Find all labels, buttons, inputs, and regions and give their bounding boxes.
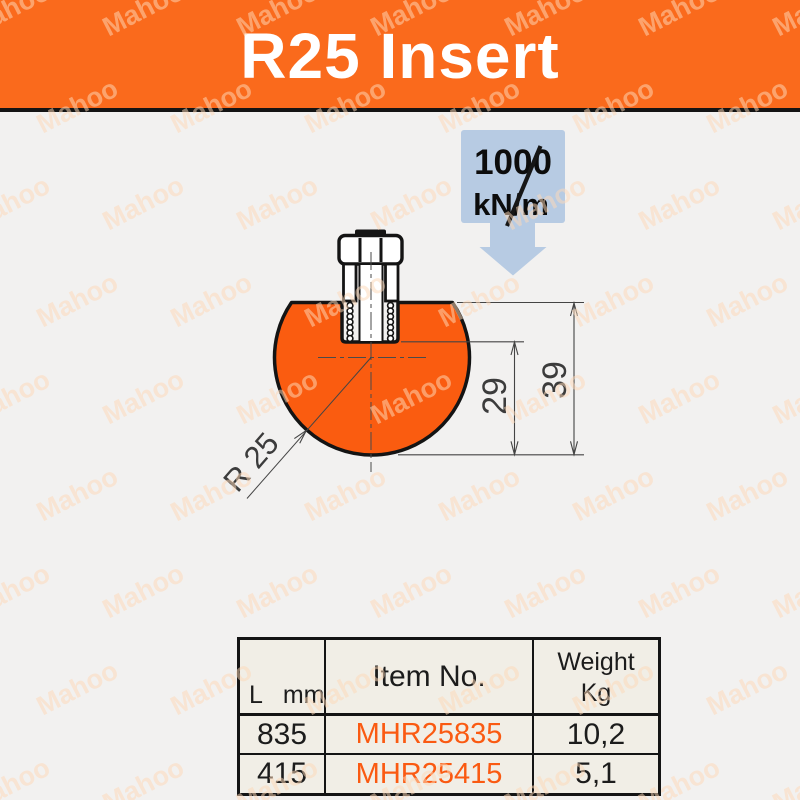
centerlines <box>318 252 428 472</box>
table-cell-item-link[interactable]: MHR25415 <box>326 755 534 793</box>
spec-table: L mm Item No. Weight Kg 835 MHR25835 10,… <box>237 637 661 796</box>
dim-29-label: 29 <box>476 377 514 415</box>
dim-arrow-icon <box>510 441 519 457</box>
dim-arrow-icon <box>510 339 519 356</box>
dimensions <box>246 300 584 499</box>
dim-arrow-icon <box>569 300 579 317</box>
table-cell-length: 415 <box>240 755 326 793</box>
dim-39-label: 39 <box>536 361 574 399</box>
header-divider <box>0 108 800 112</box>
clamp-bolt <box>337 229 404 343</box>
insert-body <box>272 300 472 457</box>
force-callout: 1000 kN/m <box>461 130 565 276</box>
weight-label: Weight <box>557 648 635 676</box>
spring-stacks <box>346 301 395 343</box>
table-cell-length: 835 <box>240 716 326 755</box>
dim-arrow-icon <box>569 441 579 457</box>
force-arrow-down-icon <box>479 222 547 276</box>
bolt-side-post <box>384 262 400 303</box>
table-cell-weight: 10,2 <box>534 716 658 755</box>
page-title: R25 Insert <box>240 20 560 92</box>
table-cell-item-link[interactable]: MHR25835 <box>326 716 534 755</box>
table-cell-weight: 5,1 <box>575 757 617 790</box>
radius-label: R 25 <box>216 426 285 498</box>
col-header-length: L mm <box>240 640 326 716</box>
header-banner: R25 Insert <box>0 0 800 108</box>
force-unit-slash <box>505 145 543 227</box>
col-header-item: Item No. <box>326 640 534 716</box>
radius-arrow-icon <box>294 429 307 444</box>
col-header-weight: Weight Kg <box>534 640 658 716</box>
weight-unit: Kg <box>580 679 612 707</box>
bolt-side-post <box>342 262 358 303</box>
